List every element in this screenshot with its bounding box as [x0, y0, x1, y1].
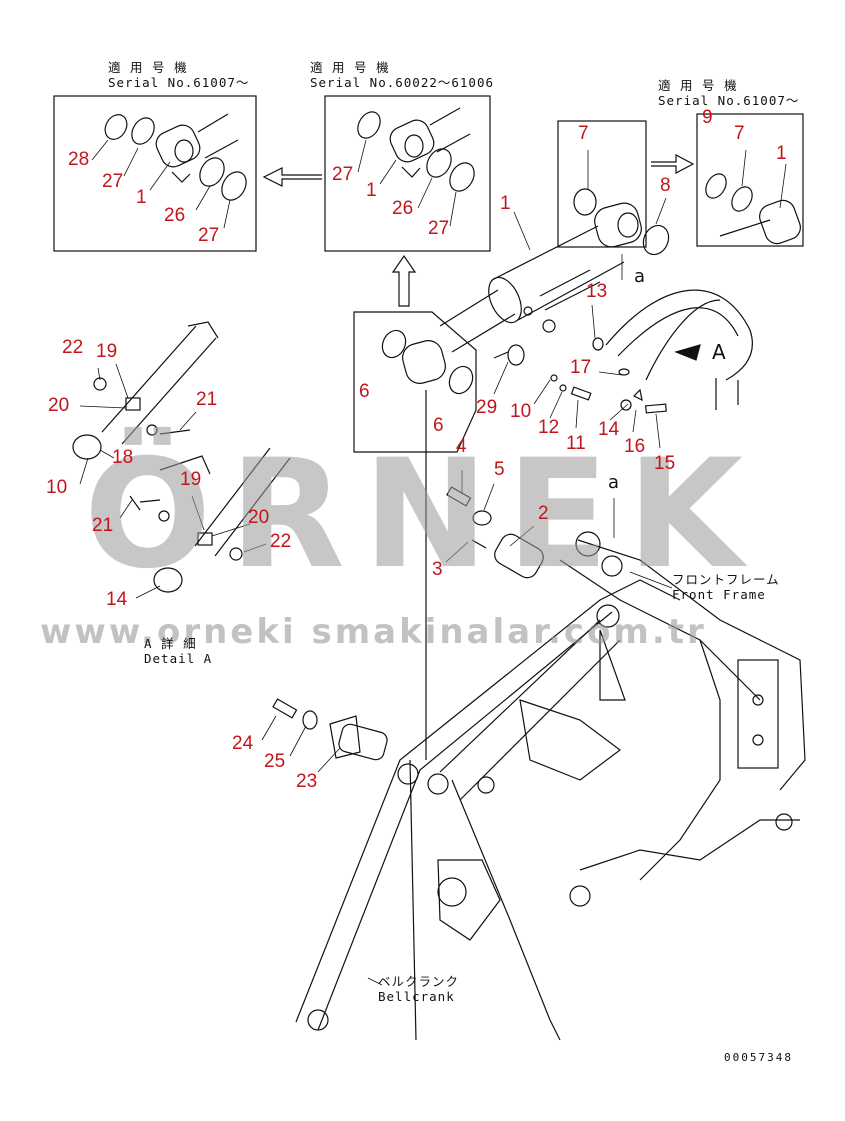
- inset-box-serial-61007-right: [696, 113, 804, 247]
- pin-parts: [446, 486, 544, 579]
- view-arrow-a-icon: [674, 344, 701, 361]
- callout-12: 12: [538, 417, 560, 438]
- callout-21: 21: [92, 515, 114, 536]
- callout-1: 1: [776, 143, 787, 164]
- rod-end-parts: [381, 329, 474, 760]
- callout-22: 22: [270, 531, 292, 552]
- callout-27: 27: [332, 164, 354, 185]
- callout-8: 8: [660, 175, 671, 196]
- hoses: [605, 289, 753, 410]
- arrow-up-icon: [391, 254, 417, 307]
- arrow-left-icon: [262, 167, 322, 187]
- inset1-parts: [104, 113, 247, 201]
- cylinder-head-parts: [573, 188, 670, 256]
- marker-a-mid: a: [608, 472, 620, 493]
- callout-9: 9: [702, 107, 713, 128]
- callout-28: 28: [68, 149, 90, 170]
- callout-27: 27: [198, 225, 220, 246]
- callout-18: 18: [112, 447, 134, 468]
- callout-29: 29: [476, 397, 498, 418]
- callout-16: 16: [624, 436, 646, 457]
- note-front-frame: フロントフレーム Front Frame: [672, 572, 780, 602]
- callout-7: 7: [734, 123, 745, 144]
- callout-2: 2: [538, 503, 549, 524]
- callout-22: 22: [62, 337, 84, 358]
- callout-26: 26: [392, 198, 414, 219]
- boom-cylinder: [439, 225, 625, 353]
- callout-21: 21: [196, 389, 218, 410]
- inset2-parts: [357, 107, 475, 192]
- detail-a-parts: [72, 321, 291, 593]
- callout-10: 10: [46, 477, 68, 498]
- callout-14: 14: [598, 419, 620, 440]
- watermark-url: www.orneki smakinalar.com.tr: [40, 612, 707, 652]
- note-bellcrank: ベルクランク Bellcrank: [378, 974, 460, 1004]
- callout-11: 11: [566, 433, 586, 454]
- callout-1: 1: [500, 193, 511, 214]
- inset3-parts: [705, 173, 801, 245]
- callout-15: 15: [654, 453, 676, 474]
- loader-arm: [295, 579, 681, 1041]
- leader-lines: [79, 139, 787, 986]
- note-serial-60022: 適 用 号 機 Serial No.60022〜61006: [310, 60, 495, 90]
- inset-box-serial-61007-left: [53, 95, 257, 252]
- front-frame: [477, 531, 806, 907]
- callout-5: 5: [494, 459, 505, 480]
- hardware-cluster: [493, 337, 667, 414]
- callout-27: 27: [102, 171, 124, 192]
- inset-box-cylinder-head: [557, 120, 647, 248]
- callout-7: 7: [578, 123, 589, 144]
- drawing-number: 00057348: [724, 1051, 793, 1064]
- marker-a-top: a: [634, 266, 646, 287]
- callout-6: 6: [359, 381, 370, 402]
- callout-27: 27: [428, 218, 450, 239]
- callout-19: 19: [180, 469, 202, 490]
- arrow-right-icon: [651, 154, 695, 174]
- callout-13: 13: [586, 281, 608, 302]
- note-detail-a: A 詳 細 Detail A: [144, 636, 213, 666]
- callout-3: 3: [432, 559, 443, 580]
- callout-20: 20: [248, 507, 270, 528]
- callout-25: 25: [264, 751, 286, 772]
- rod-end-detail-box: [353, 311, 477, 453]
- callout-23: 23: [296, 771, 318, 792]
- callout-10: 10: [510, 401, 532, 422]
- callout-1: 1: [366, 180, 377, 201]
- callout-17: 17: [570, 357, 592, 378]
- note-serial-61007-left: 適 用 号 機 Serial No.61007〜: [108, 60, 250, 90]
- callout-20: 20: [48, 395, 70, 416]
- watermark-text: ÖRNEK: [83, 428, 762, 602]
- inset-box-serial-60022: [324, 95, 491, 252]
- note-serial-61007-right: 適 用 号 機 Serial No.61007〜: [658, 78, 800, 108]
- pin-23-parts: [272, 698, 388, 761]
- callout-19: 19: [96, 341, 118, 362]
- callout-24: 24: [232, 733, 254, 754]
- callout-14: 14: [106, 589, 128, 610]
- callout-26: 26: [164, 205, 186, 226]
- callout-1: 1: [136, 187, 147, 208]
- marker-view-a: A: [712, 340, 726, 364]
- callout-6: 6: [433, 415, 444, 436]
- callout-4: 4: [456, 436, 467, 457]
